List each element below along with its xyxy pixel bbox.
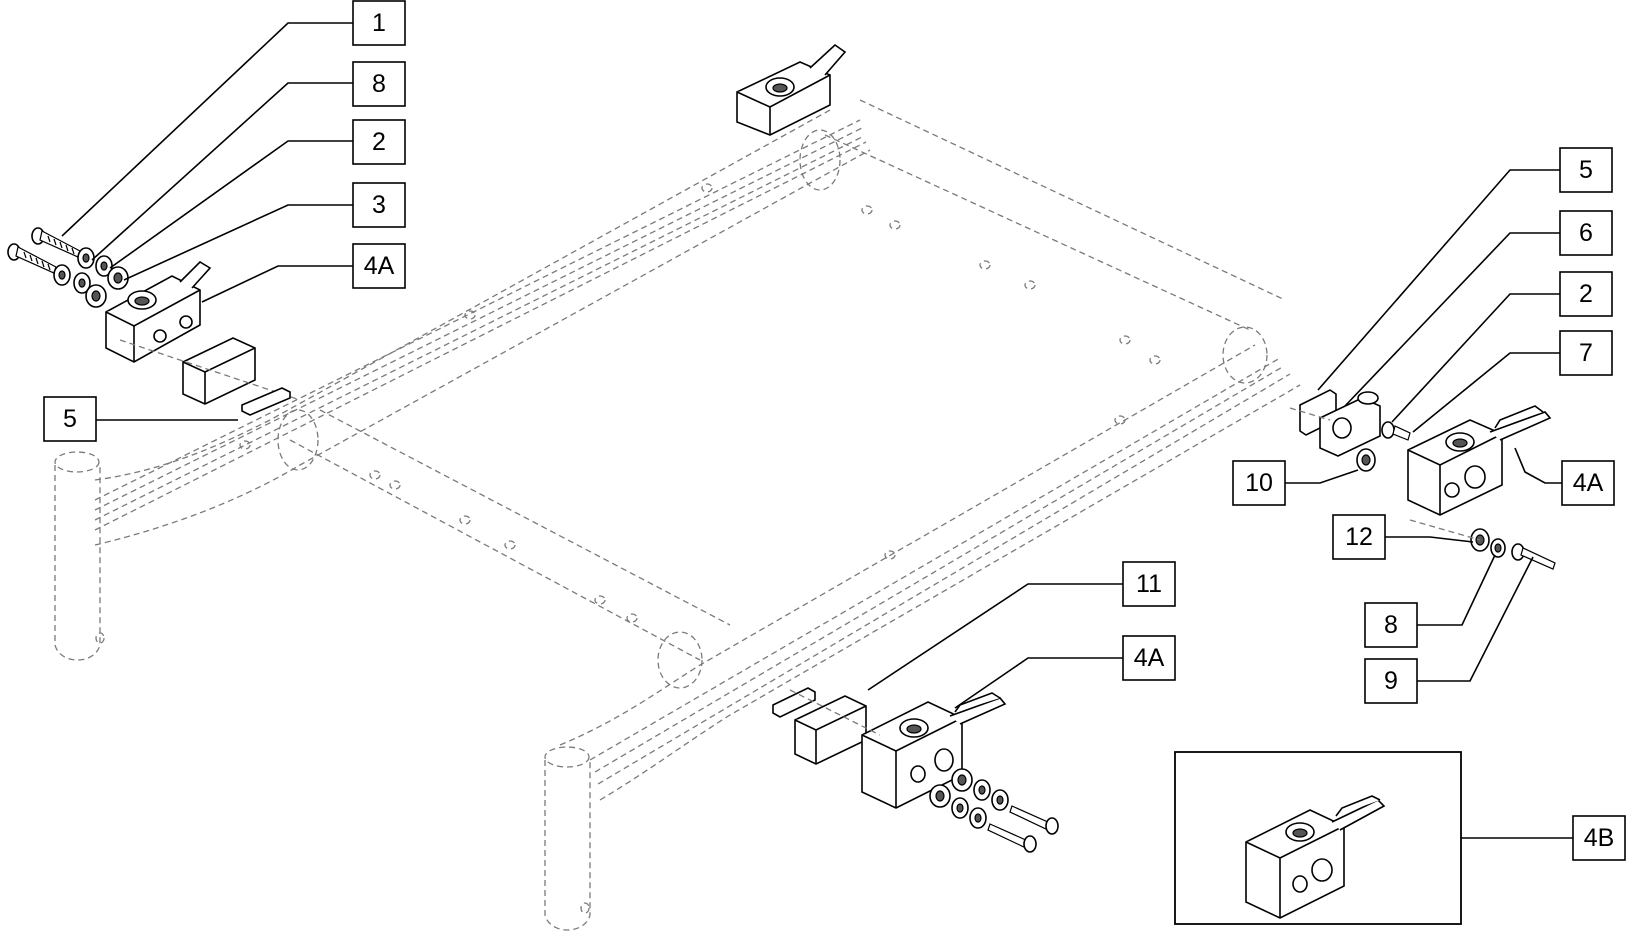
callout-2-right: 2 bbox=[1559, 271, 1613, 317]
callout-1: 1 bbox=[352, 0, 406, 46]
callout-label: 2 bbox=[372, 128, 386, 156]
callout-label: 4A bbox=[1573, 469, 1604, 497]
inset-4b-panel bbox=[1174, 751, 1462, 925]
left-screw-lower bbox=[7, 243, 57, 274]
callout-label: 2 bbox=[1579, 280, 1593, 308]
left-screw-upper bbox=[31, 227, 81, 258]
callout-label: 5 bbox=[1579, 156, 1593, 184]
callout-label: 4B bbox=[1584, 824, 1615, 852]
callout-11: 11 bbox=[1122, 561, 1176, 607]
callout-5-left: 5 bbox=[43, 396, 97, 442]
callout-label: 9 bbox=[1384, 667, 1398, 695]
callout-5-right: 5 bbox=[1559, 147, 1613, 193]
callout-7: 7 bbox=[1559, 330, 1613, 376]
callout-label: 4A bbox=[364, 252, 395, 280]
callout-label: 8 bbox=[372, 70, 386, 98]
callout-label: 10 bbox=[1245, 469, 1273, 497]
callout-label: 11 bbox=[1136, 570, 1162, 598]
callout-4a-left: 4A bbox=[352, 243, 406, 289]
bottom-assembly bbox=[772, 687, 1059, 853]
callout-8-left: 8 bbox=[352, 61, 406, 107]
callout-12: 12 bbox=[1332, 514, 1386, 560]
callout-label: 4A bbox=[1134, 644, 1165, 672]
callout-label: 7 bbox=[1579, 339, 1593, 367]
callout-4b: 4B bbox=[1572, 815, 1626, 861]
leader-lines bbox=[61, 22, 1573, 839]
callout-label: 3 bbox=[372, 191, 386, 219]
callout-label: 6 bbox=[1579, 219, 1593, 247]
callout-4a-bottom: 4A bbox=[1122, 635, 1176, 681]
callout-2-left: 2 bbox=[352, 119, 406, 165]
callout-9: 9 bbox=[1364, 658, 1418, 704]
callout-label: 1 bbox=[372, 9, 386, 37]
callout-3: 3 bbox=[352, 182, 406, 228]
left-assembly bbox=[7, 227, 301, 416]
callout-4a-right: 4A bbox=[1561, 460, 1615, 506]
callout-10: 10 bbox=[1232, 460, 1286, 506]
top-clamp-part bbox=[736, 43, 847, 136]
frame-ghost bbox=[54, 99, 1301, 931]
callout-label: 12 bbox=[1345, 523, 1373, 551]
callout-6: 6 bbox=[1559, 210, 1613, 256]
callout-label: 8 bbox=[1384, 611, 1398, 639]
callout-8-right: 8 bbox=[1364, 602, 1418, 648]
right-assembly bbox=[1289, 389, 1556, 570]
callout-label: 5 bbox=[63, 405, 77, 433]
